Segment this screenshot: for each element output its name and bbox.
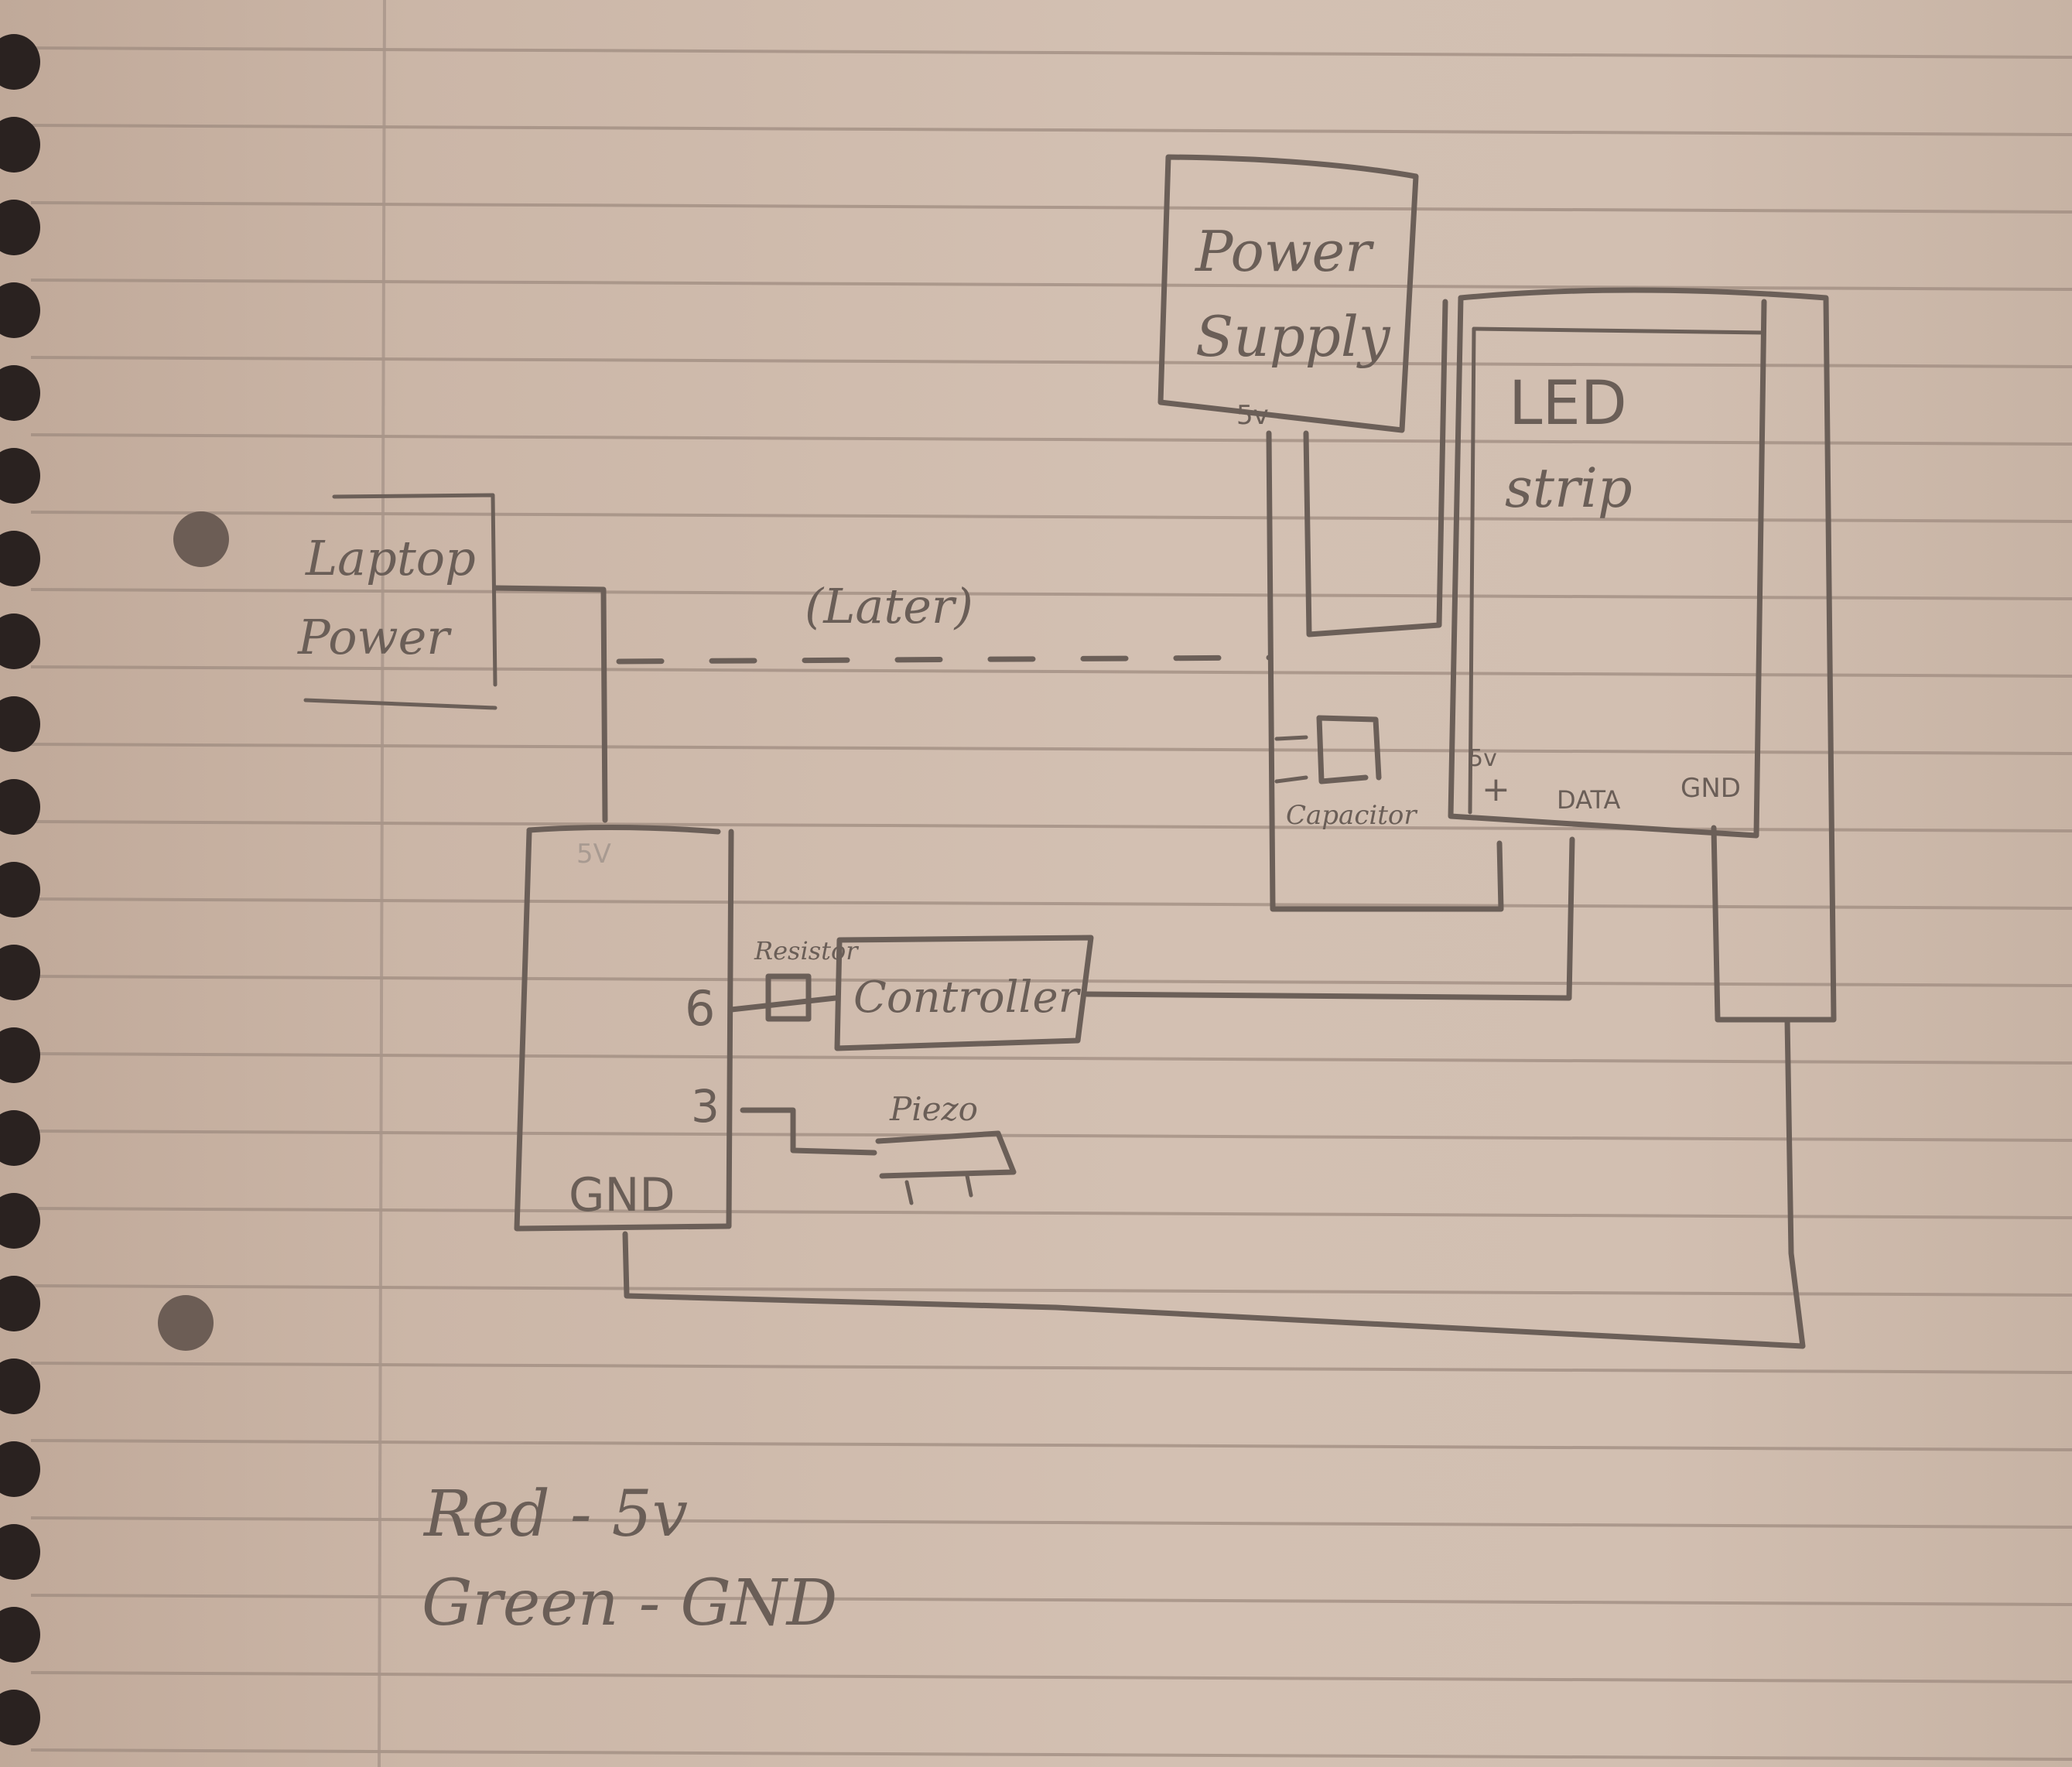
arduino-box[interactable]: 5V 6 3 GND <box>514 824 734 1232</box>
ruled-line <box>30 743 2072 755</box>
spiral-coil <box>0 779 40 835</box>
ruled-line <box>30 511 2072 523</box>
ruled-line <box>30 1748 2072 1761</box>
spiral-coil <box>0 531 40 586</box>
power-supply-box[interactable]: Power Supply 5v <box>1157 154 1419 433</box>
spiral-coil <box>0 1441 40 1497</box>
controller-label: Controller <box>853 972 1082 1023</box>
ruled-line <box>30 279 2072 291</box>
power-supply-pin-5v: 5v <box>1236 400 1269 431</box>
spiral-binding <box>0 34 40 1745</box>
ruled-line <box>30 820 2072 832</box>
laptop-power-label-line1: Laptop <box>305 530 476 586</box>
spiral-coil <box>0 1110 40 1166</box>
wire-led-data <box>1084 836 1575 1001</box>
ruled-lines <box>30 46 2072 1761</box>
capacitor[interactable]: Capacitor <box>1274 715 1417 831</box>
arduino-pin-gnd: GND <box>569 1168 675 1222</box>
spiral-coil <box>0 1524 40 1580</box>
wire-ps-5v-down <box>1266 430 1504 912</box>
ruled-line <box>30 975 2072 987</box>
spiral-coil <box>0 613 40 669</box>
legend-red-5v: Red - 5v <box>422 1478 688 1551</box>
arduino-pin-6: 6 <box>685 980 715 1037</box>
ruled-line <box>30 588 2072 600</box>
spiral-coil <box>0 1607 40 1663</box>
ruled-line <box>30 1130 2072 1142</box>
ruled-line <box>30 665 2072 678</box>
spiral-coil <box>0 1359 40 1414</box>
spiral-coil <box>0 862 40 918</box>
power-supply-label-line1: Power <box>1194 219 1374 284</box>
arduino-pin-3: 3 <box>691 1080 720 1133</box>
ruled-line <box>30 1594 2072 1606</box>
ruled-line <box>30 1207 2072 1219</box>
led-strip-label-line2: strip <box>1505 456 1633 520</box>
ruled-line <box>30 897 2072 910</box>
wire-ps-to-led-loop <box>1303 299 1448 637</box>
spiral-coil <box>0 200 40 255</box>
led-strip-pin-plus: + <box>1482 770 1510 809</box>
ruled-line <box>30 1052 2072 1065</box>
led-strip-label-line1: LED <box>1509 369 1627 439</box>
piezo[interactable]: Piezo <box>875 1090 1017 1205</box>
laptop-power-label-line2: Power <box>297 609 452 665</box>
led-strip-pin-gnd: GND <box>1681 773 1741 804</box>
ruled-line <box>30 1439 2072 1451</box>
led-strip-pin-data: DATA <box>1557 785 1621 815</box>
piezo-label: Piezo <box>889 1090 978 1128</box>
wire-arduino-3-to-piezo <box>740 1107 877 1156</box>
laptop-power-box[interactable]: Laptop Power <box>297 493 497 710</box>
ruled-line <box>30 1362 2072 1374</box>
margin-line <box>378 0 386 1767</box>
later-annotation: (Later) <box>805 578 973 634</box>
legend-green-gnd: Green - GND <box>422 1567 837 1640</box>
spiral-coil <box>0 696 40 752</box>
ruled-line <box>30 124 2072 136</box>
spiral-coil <box>0 1193 40 1249</box>
ruled-line <box>30 201 2072 214</box>
ruled-line <box>30 356 2072 368</box>
controller-box[interactable]: Controller <box>834 935 1094 1051</box>
power-supply-label-line2: Supply <box>1195 304 1391 369</box>
wire-laptop-to-arduino-5v <box>492 585 608 823</box>
punch-hole-bottom <box>158 1295 214 1351</box>
wire-led-gnd <box>622 1017 1806 1349</box>
spiral-coil <box>0 34 40 90</box>
ruled-line <box>30 1284 2072 1297</box>
led-strip-box[interactable]: LED strip 5v + DATA GND <box>1448 287 1837 1023</box>
ruled-line <box>30 1516 2072 1529</box>
spiral-coil <box>0 117 40 173</box>
spiral-coil <box>0 282 40 338</box>
spiral-coil <box>0 945 40 1000</box>
color-legend: Red - 5v Green - GND <box>422 1478 837 1640</box>
ruled-line <box>30 1671 2072 1683</box>
arduino-pin-5v: 5V <box>576 839 611 870</box>
spiral-coil <box>0 448 40 504</box>
capacitor-label: Capacitor <box>1286 800 1417 831</box>
led-strip-pin-5v: 5v <box>1469 745 1497 772</box>
spiral-coil <box>0 1276 40 1331</box>
ruled-line <box>30 46 2072 59</box>
spiral-coil <box>0 365 40 421</box>
spiral-coil <box>0 1690 40 1745</box>
wire-laptop-dashed-later <box>616 655 1272 665</box>
punch-hole-top <box>173 511 229 567</box>
spiral-coil <box>0 1027 40 1083</box>
ruled-line <box>30 433 2072 446</box>
